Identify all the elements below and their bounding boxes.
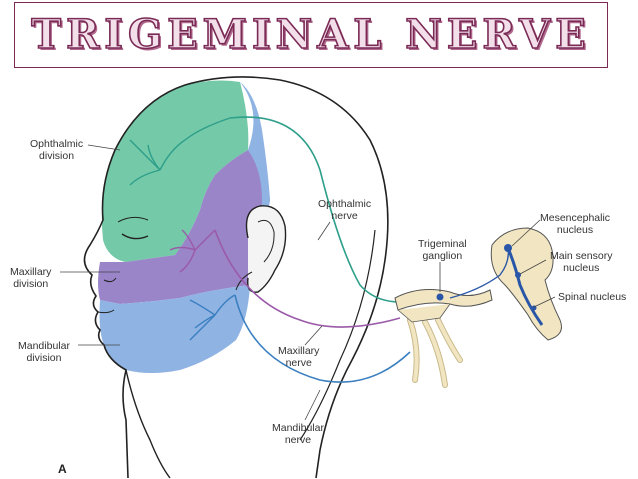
main-sensory-nucleus-label: Main sensory nucleus <box>550 250 613 274</box>
maxillary-division-label: Maxillary division <box>10 266 52 290</box>
mandibular-nerve-label: Mandibular nerve <box>272 422 324 446</box>
figure-letter: A <box>58 462 67 476</box>
main-sensory-cell <box>515 272 521 278</box>
trigeminal-ganglion-label: Trigeminal ganglion <box>418 238 467 262</box>
ophthalmic-nerve-path <box>229 116 401 303</box>
maxillary-branches <box>169 229 216 273</box>
mandibular-division-label: Mandibular division <box>18 340 70 364</box>
head-outline <box>83 76 389 479</box>
nucleus-column <box>506 247 544 326</box>
neck-line <box>125 369 171 479</box>
spinal-nucleus-label: Spinal nucleus <box>558 291 627 303</box>
trigeminal-diagram <box>60 76 562 479</box>
title-box: TRIGEMINAL NERVE <box>14 2 608 68</box>
eye-closed <box>121 233 149 240</box>
mouth-line <box>97 309 115 314</box>
mandibular-region <box>99 285 250 373</box>
ophthalmic-division-label: Ophthalmic division <box>30 138 84 162</box>
mesencephalic-nucleus-label: Mesencephalic nucleus <box>540 212 611 236</box>
ear-inner <box>257 219 275 263</box>
brainstem <box>490 227 562 341</box>
nostril <box>103 277 117 283</box>
maxillary-nerve-path <box>214 229 401 328</box>
sensory-root <box>449 247 510 299</box>
cranial-line <box>299 229 376 441</box>
mandibular-branches <box>189 294 236 341</box>
ganglion-cell <box>436 293 444 301</box>
maxillary-region <box>98 150 270 304</box>
eyebrow <box>117 216 149 223</box>
nerve-root-lower-outline <box>408 318 462 387</box>
maxillary-nerve-label: Maxillary nerve <box>278 345 320 369</box>
ear-outline <box>245 205 287 293</box>
ophthalmic-branches <box>129 117 231 186</box>
page-title: TRIGEMINAL NERVE <box>30 10 591 59</box>
leader-lines <box>60 144 556 421</box>
ophthalmic-nerve-label: Ophthalmic nerve <box>318 198 372 222</box>
ophthalmic-region <box>101 80 249 262</box>
nerve-bundle <box>397 303 451 323</box>
mandibular-nerve-path <box>234 294 411 383</box>
trigeminal-ganglion <box>394 289 493 311</box>
